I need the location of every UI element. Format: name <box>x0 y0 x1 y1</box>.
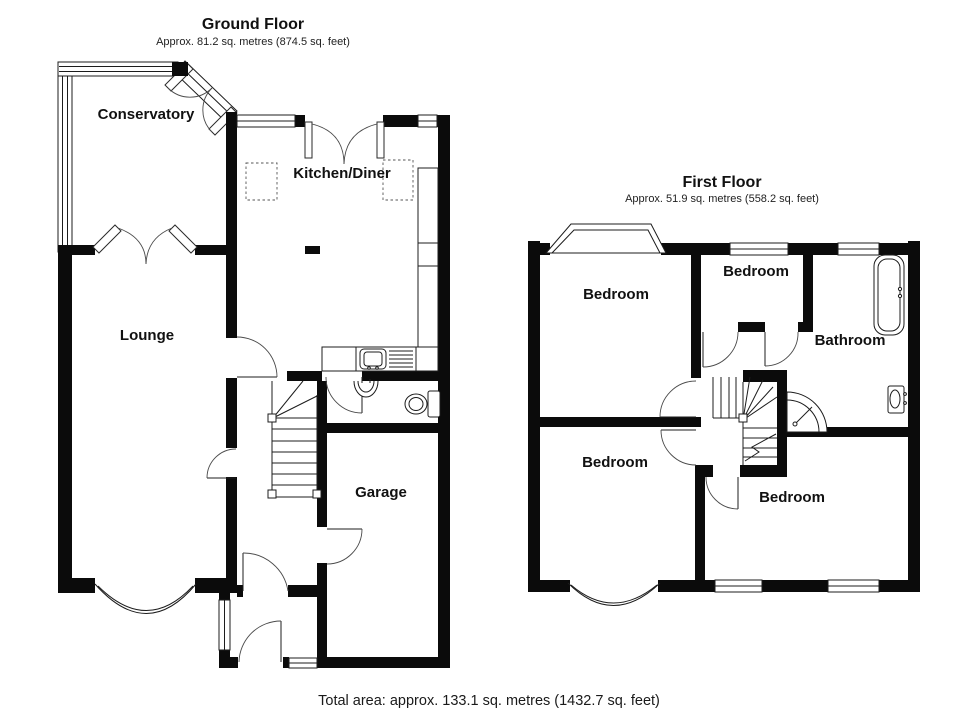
first-walls <box>528 241 920 592</box>
lounge-bay-window <box>94 583 197 614</box>
back-right-bedroom-door <box>705 476 739 510</box>
room-label-conservatory: Conservatory <box>98 106 195 123</box>
kitchen-counter <box>321 167 439 372</box>
shower-icon <box>786 391 828 433</box>
first-bottom-window-left <box>714 579 763 593</box>
room-label-bedroom-front: Bedroom <box>583 286 649 303</box>
front-bedroom-door <box>659 380 697 418</box>
porch-side-window <box>218 599 231 651</box>
room-label-kitchen-diner: Kitchen/Diner <box>293 165 391 182</box>
first-floor-title: First Floor <box>682 174 761 191</box>
kitchen-window-left <box>236 114 296 128</box>
first-floor-area: Approx. 51.9 sq. metres (558.2 sq. feet) <box>625 193 819 205</box>
first-top-window-right <box>837 242 880 256</box>
kitchen-skylight-marker-right <box>382 159 414 201</box>
front-door <box>238 620 282 663</box>
kitchen-skylight-marker-left <box>245 162 278 201</box>
room-label-lounge: Lounge <box>120 327 174 344</box>
ground-floor-area: Approx. 81.2 sq. metres (874.5 sq. feet) <box>156 36 350 48</box>
room-label-bedroom-small: Bedroom <box>723 263 789 280</box>
garage-door <box>326 528 363 565</box>
room-label-bedroom-back-right: Bedroom <box>759 489 825 506</box>
first-top-window-left <box>729 242 789 256</box>
bathroom-basin-icon <box>887 385 907 414</box>
first-stairs <box>712 376 778 465</box>
kitchen-window-right <box>417 114 438 128</box>
bathtub-icon <box>873 254 905 336</box>
first-bottom-window-right <box>827 579 880 593</box>
lounge-french-doors <box>92 224 198 265</box>
total-area-caption: Total area: approx. 133.1 sq. metres (14… <box>318 693 660 709</box>
room-label-bathroom: Bathroom <box>815 332 886 349</box>
first-floor-plan: First Floor Approx. 51.9 sq. metres (558… <box>528 174 920 606</box>
kitchen-french-doors <box>304 121 385 165</box>
lounge-door-lower <box>206 448 237 479</box>
kitchen-sink-icon <box>359 348 413 370</box>
porch-front-window <box>288 657 318 669</box>
bathroom-door <box>764 331 799 367</box>
room-label-garage: Garage <box>355 484 407 501</box>
ground-walls <box>58 62 450 668</box>
wc-toilet-icon <box>404 390 441 418</box>
first-floor-bay-window <box>544 223 667 254</box>
ground-floor-title: Ground Floor <box>202 16 304 33</box>
small-bedroom-door <box>702 331 739 368</box>
hall-porch-door <box>242 552 289 592</box>
back-left-bedroom-door <box>660 429 697 466</box>
room-label-bedroom-back-left: Bedroom <box>582 454 648 471</box>
first-floor-rear-bay <box>567 582 661 606</box>
wc-basin-icon <box>353 379 379 398</box>
lounge-door-upper <box>236 336 278 378</box>
ground-stairs <box>267 380 322 499</box>
ground-floor-plan: Ground Floor Approx. 81.2 sq. metres (87… <box>57 16 450 669</box>
